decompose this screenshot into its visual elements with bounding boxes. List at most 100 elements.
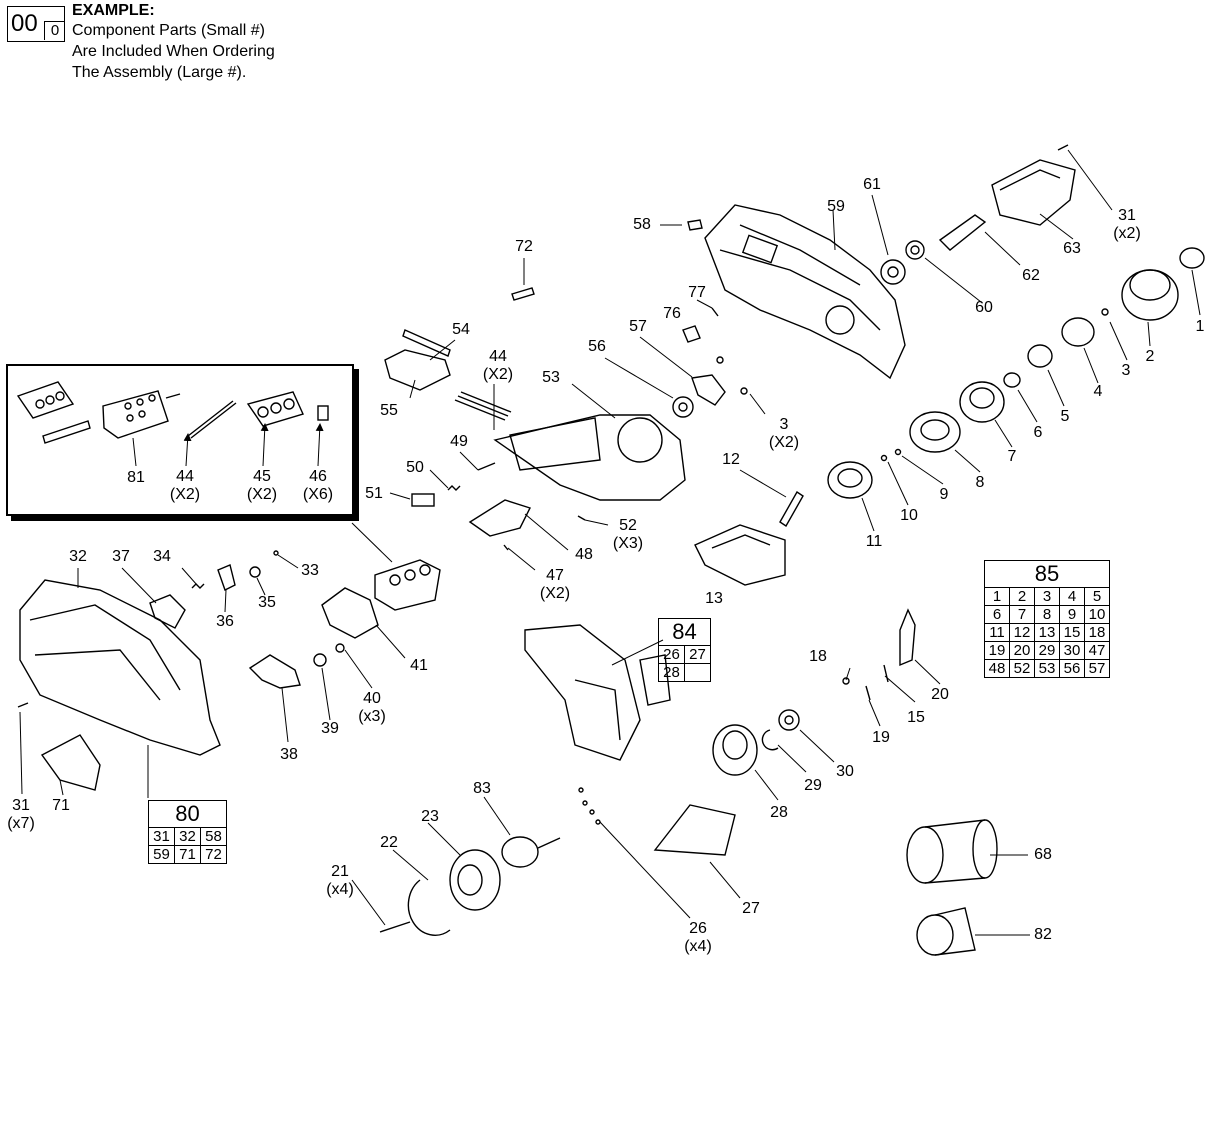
kit-cell: 72 [200, 845, 227, 864]
callout-57: 57 [629, 318, 647, 335]
kit-cell: 11 [984, 623, 1010, 642]
kit-cell: 5 [1084, 587, 1110, 606]
electronics-frame-part [524, 624, 641, 761]
belt-part [938, 214, 987, 251]
kit-title: 84 [658, 618, 711, 646]
small-screw-parts [17, 144, 1109, 708]
callout-55: 55 [380, 402, 398, 419]
callout-68: 68 [1034, 846, 1052, 863]
inset-drawing [16, 381, 329, 467]
screw-parts [578, 787, 601, 825]
callout-36: 36 [216, 613, 234, 630]
guard-cover-part [991, 159, 1076, 226]
small-clip-parts [511, 219, 719, 343]
kit-title: 85 [984, 560, 1110, 588]
callout-10: 10 [900, 507, 918, 524]
battery-holder-part [694, 524, 786, 586]
switch-module-part [374, 559, 441, 611]
kit-cell: 2 [1009, 587, 1035, 606]
callout-22: 22 [380, 834, 398, 851]
callout-29: 29 [804, 777, 822, 794]
callout-71: 71 [52, 797, 70, 814]
callout-18: 18 [809, 648, 827, 665]
kit-cell: 1 [984, 587, 1010, 606]
dust-port-part [906, 819, 998, 956]
bearing-part [672, 374, 726, 418]
callout-82: 82 [1034, 926, 1052, 943]
callout-19: 19 [872, 729, 890, 746]
callout-9: 9 [939, 486, 949, 503]
callout-2: 2 [1145, 348, 1155, 365]
gear-parts [880, 240, 925, 285]
trigger-parts [149, 564, 261, 629]
kit-cell: 28 [658, 663, 685, 682]
collar-ring-part [1121, 247, 1205, 321]
callout-46-inset: 46(X6) [302, 468, 334, 503]
kit-table-80: 80 31 32 58 59 71 72 [148, 800, 227, 864]
kit-cell: 13 [1034, 623, 1060, 642]
control-board-part [639, 654, 736, 856]
callout-21: 21(x4) [326, 863, 354, 898]
base-housing-part [493, 414, 686, 501]
kit-cell: 7 [1009, 605, 1035, 624]
shaft-part [779, 491, 804, 527]
callout-5: 5 [1060, 408, 1070, 425]
legend-text-line: Component Parts (Small #) [72, 22, 265, 39]
legend-small-number: 0 [44, 21, 65, 40]
callout-76: 76 [663, 305, 681, 322]
callout-56: 56 [588, 338, 606, 355]
callout-41: 41 [410, 657, 428, 674]
callout-81: 81 [127, 469, 145, 486]
kit-cell: 71 [174, 845, 201, 864]
callout-37: 37 [112, 548, 130, 565]
legend-text-line: The Assembly (Large #). [72, 64, 247, 81]
left-housing-part [19, 579, 221, 756]
callout-12: 12 [722, 451, 740, 468]
callout-3-x2: 3(X2) [768, 416, 800, 451]
callout-72: 72 [515, 238, 533, 255]
kit-cell [684, 663, 711, 682]
kit-table-84: 84 26 27 28 [658, 618, 711, 682]
callout-44-inset: 44(X2) [169, 468, 201, 503]
kit-cell: 15 [1059, 623, 1085, 642]
bearing-stack-parts [827, 317, 1095, 499]
kit-cell: 56 [1059, 659, 1085, 678]
callout-23: 23 [421, 808, 439, 825]
callout-11: 11 [865, 533, 883, 550]
kit-title: 80 [148, 800, 227, 828]
callout-27: 27 [742, 900, 760, 917]
motor-housing-part [712, 709, 800, 776]
kit-cell: 20 [1009, 641, 1035, 660]
callout-20: 20 [931, 686, 949, 703]
callout-31-x7: 31(x7) [7, 797, 35, 832]
legend: 00 0 EXAMPLE: Component Parts (Small #) … [0, 0, 320, 100]
callout-45-inset: 45(X2) [246, 468, 278, 503]
kit-cell: 18 [1084, 623, 1110, 642]
callout-60: 60 [975, 299, 993, 316]
callout-26: 26(x4) [684, 920, 712, 955]
callout-54: 54 [452, 321, 470, 338]
callout-83: 83 [473, 780, 491, 797]
kit-cell: 10 [1084, 605, 1110, 624]
callout-13: 13 [705, 590, 723, 607]
callout-47: 47(X2) [539, 567, 571, 602]
callout-53: 53 [542, 369, 560, 386]
callout-7: 7 [1007, 448, 1017, 465]
callout-58: 58 [633, 216, 651, 233]
callout-1: 1 [1195, 318, 1205, 335]
kit-cell: 31 [148, 827, 175, 846]
callout-33: 33 [301, 562, 319, 579]
kit-cell: 6 [984, 605, 1010, 624]
callout-50: 50 [406, 459, 424, 476]
callout-4: 4 [1093, 383, 1103, 400]
callout-59: 59 [827, 198, 845, 215]
callout-31-x2: 31(x2) [1113, 207, 1141, 242]
motor-armature-part [379, 836, 561, 936]
bracket-part [411, 462, 531, 537]
callout-77: 77 [688, 284, 706, 301]
kit-cell: 53 [1034, 659, 1060, 678]
kit-cell: 59 [148, 845, 175, 864]
callout-61: 61 [863, 176, 881, 193]
